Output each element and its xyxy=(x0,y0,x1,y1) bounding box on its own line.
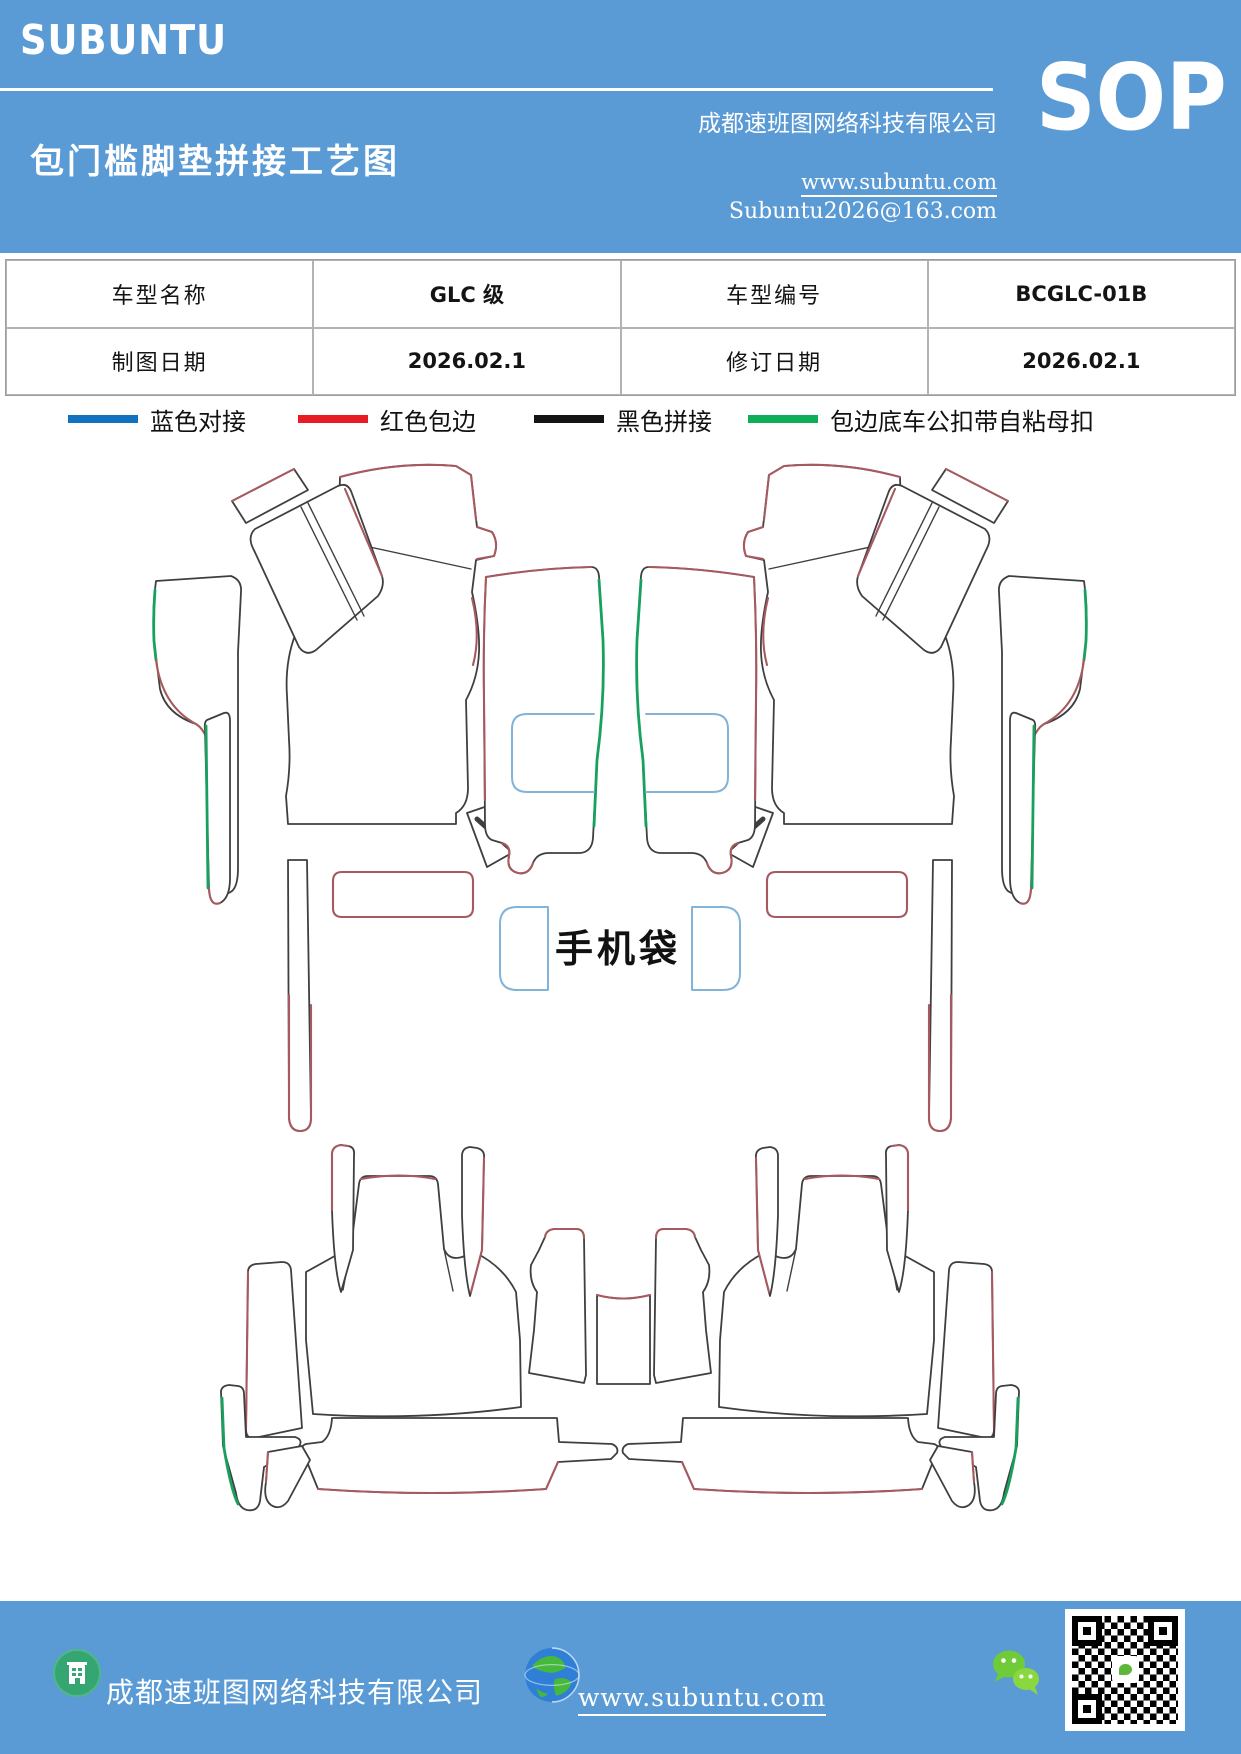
qr-center-logo xyxy=(1112,1656,1139,1683)
red-line-swatch xyxy=(298,415,368,423)
footer-website-link[interactable]: www.subuntu.com xyxy=(578,1683,827,1716)
footer-company-name: 成都速班图网络科技有限公司 xyxy=(106,1676,484,1709)
black-line-swatch xyxy=(534,415,604,423)
legend-item-green-buckle: 包边底车公扣带自粘母扣 xyxy=(748,402,1094,436)
wechat-icon xyxy=(993,1650,1039,1695)
mat-splicing-diagram: 手机袋 xyxy=(0,440,1241,1512)
header-email: Subuntu2026@163.com xyxy=(728,199,997,224)
green-line-swatch xyxy=(748,415,818,423)
company-icon xyxy=(53,1649,101,1697)
legend-label: 黑色拼接 xyxy=(616,407,712,436)
table-cell-model-code-label: 车型编号 xyxy=(620,260,928,328)
qr-finder-icon xyxy=(1072,1694,1102,1724)
table-cell-draw-date-label: 制图日期 xyxy=(6,327,314,395)
brand-logo: SUBUNTU xyxy=(20,16,227,64)
header-divider-line xyxy=(0,88,993,91)
rear-diagram-right-half xyxy=(621,1143,1021,1512)
table-cell-draw-date-value: 2026.02.1 xyxy=(313,327,621,395)
page-title: 包门槛脚垫拼接工艺图 xyxy=(30,142,400,182)
sop-label: SOP xyxy=(1036,44,1227,151)
qr-code xyxy=(1065,1609,1185,1731)
legend-item-black-splice: 黑色拼接 xyxy=(534,402,712,436)
rear-center-rect xyxy=(596,1294,651,1385)
table-cell-model-name-value: GLC 级 xyxy=(313,260,621,328)
qr-finder-icon xyxy=(1148,1616,1178,1646)
header-company-name: 成都速班图网络科技有限公司 xyxy=(698,111,997,137)
front-diagram-right-half xyxy=(637,465,1087,1131)
legend-label: 包边底车公扣带自粘母扣 xyxy=(830,407,1094,436)
rear-diagram-left-half xyxy=(219,1143,619,1512)
table-cell-model-name-label: 车型名称 xyxy=(6,260,314,328)
qr-pattern xyxy=(1072,1616,1178,1724)
qr-finder-icon xyxy=(1072,1616,1102,1646)
legend-label: 蓝色对接 xyxy=(150,407,246,436)
vehicle-info-table: 车型名称 GLC 级 车型编号 BCGLC-01B 制图日期 2026.02.1… xyxy=(5,259,1236,396)
legend-item-blue-joint: 蓝色对接 xyxy=(68,402,246,436)
footer: 成都速班图网络科技有限公司 www.subuntu.com xyxy=(0,1601,1241,1754)
table-cell-revision-date-value: 2026.02.1 xyxy=(927,327,1235,395)
table-cell-model-code-value: BCGLC-01B xyxy=(927,260,1235,328)
globe-icon xyxy=(524,1647,580,1703)
front-diagram-left-half xyxy=(153,465,603,1131)
blue-line-swatch xyxy=(68,415,138,423)
header-website-link[interactable]: www.subuntu.com xyxy=(801,170,997,197)
legend-label: 红色包边 xyxy=(380,407,476,436)
color-legend: 蓝色对接 红色包边 黑色拼接 包边底车公扣带自粘母扣 xyxy=(0,402,1241,436)
table-cell-revision-date-label: 修订日期 xyxy=(620,327,928,395)
phone-bag-label: 手机袋 xyxy=(555,927,681,971)
header: SUBUNTU SOP 成都速班图网络科技有限公司 包门槛脚垫拼接工艺图 www… xyxy=(0,0,1241,253)
legend-item-red-edging: 红色包边 xyxy=(298,402,476,436)
